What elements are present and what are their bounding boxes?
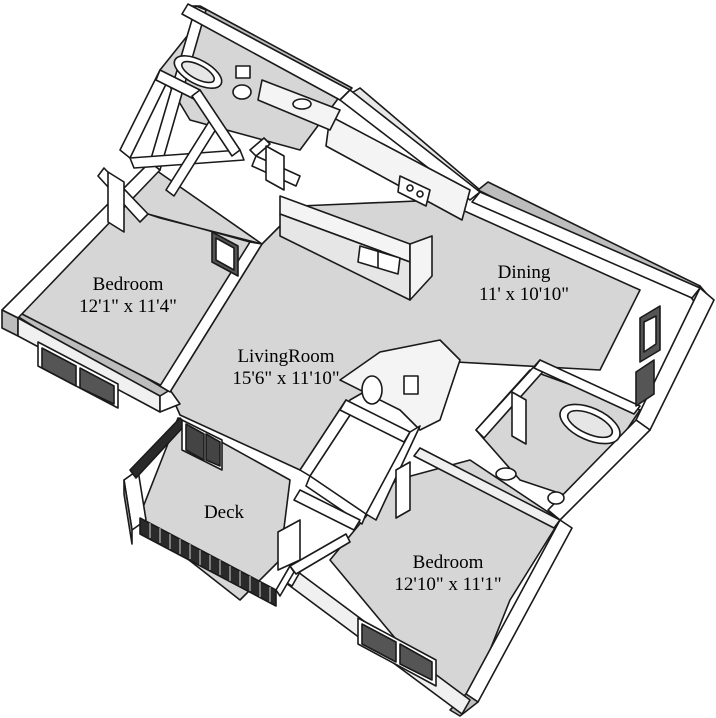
door-bath-top [265,145,285,191]
room-label-dining: Dining 11' x 10'10" [479,262,569,306]
door-right-bedroom-closet [395,461,411,519]
room-name: Deck [203,502,245,523]
door-entry-side [635,359,655,407]
windows [37,341,437,687]
room-name: Bedroom [92,274,164,295]
room-dimensions: 11' x 10'10" [479,283,569,305]
fixtures [173,55,621,505]
room-label-living-room: LivingRoom 15'6" x 11'10" [232,346,339,390]
room-label-deck: Deck [204,502,244,524]
toilet-top [232,84,252,100]
stove [397,175,431,207]
room-label-bedroom-left: Bedroom 12'1" x 11'4" [79,274,177,318]
room-name: LivingRoom [237,346,335,367]
room-dimensions: 12'10" x 11'1" [394,573,502,595]
room-label-bedroom-right: Bedroom 12'10" x 11'1" [394,552,501,596]
kitchen-sink [357,245,401,275]
sink-right [495,467,517,481]
toilet-right [547,491,565,505]
room-name: Bedroom [412,552,484,573]
interior-walls [97,69,641,575]
deck-railing [129,417,295,607]
door-left-bedroom-closet [107,171,125,233]
room-name: Dining [497,262,551,283]
doors [107,145,661,571]
washer [361,375,383,405]
door-right-bath [511,391,527,445]
room-dimensions: 12'1" x 11'4" [79,295,177,317]
door-deck [277,519,301,571]
room-dimensions: 15'6" x 11'10" [232,367,340,389]
